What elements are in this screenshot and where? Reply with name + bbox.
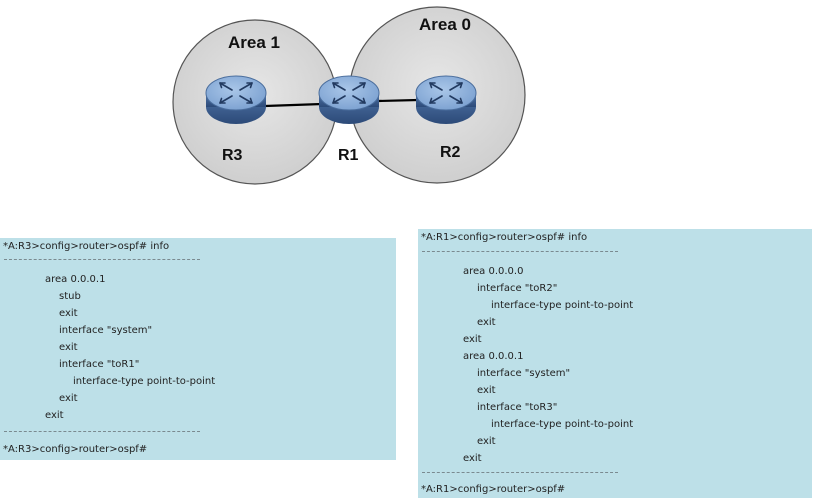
r1-config-line: exit [477, 436, 496, 447]
r1-config-line: area 0.0.0.1 [463, 351, 524, 362]
r1-config-line: interface "system" [477, 368, 571, 379]
r3-config-line: exit [45, 410, 64, 421]
r1-config-line: exit [463, 453, 482, 464]
router-icon [205, 75, 267, 125]
router-r3-label: R3 [222, 147, 243, 164]
router-r2-label: R2 [440, 144, 461, 161]
r1-config-line: area 0.0.0.0 [463, 266, 524, 277]
r3-config-line: interface-type point-to-point [73, 376, 216, 387]
router-icon [415, 75, 477, 125]
r1-config-line: interface "toR2" [477, 283, 558, 294]
router-r1-label: R1 [338, 147, 359, 164]
r1-config-line: interface-type point-to-point [491, 419, 634, 430]
r3-config-line: exit [59, 342, 78, 353]
r3-config-line: exit [59, 393, 78, 404]
r3-config-line: exit [59, 308, 78, 319]
r1-config-line: exit [477, 385, 496, 396]
r3-prompt-top: *A:R3>config>router>ospf# info [3, 241, 170, 252]
r3-separator-top [4, 259, 200, 260]
area-0-label: Area 0 [419, 15, 471, 34]
r1-prompt-bottom: *A:R1>config>router>ospf# [421, 484, 566, 495]
area-1-label: Area 1 [228, 33, 280, 52]
r1-config-line: exit [477, 317, 496, 328]
r3-config-line: interface "system" [59, 325, 153, 336]
r3-config-line: area 0.0.0.1 [45, 274, 106, 285]
r3-config-line: interface "toR1" [59, 359, 140, 370]
r3-prompt-bottom: *A:R3>config>router>ospf# [3, 444, 148, 455]
r1-config-line: interface "toR3" [477, 402, 558, 413]
r1-config-line: exit [463, 334, 482, 345]
r1-separator-bottom [422, 472, 618, 473]
ospf-topology-diagram: Area 1 Area 0 R3 R1 R2 [172, 6, 526, 185]
r1-ospf-config-panel: *A:R1>config>router>ospf# info area 0.0.… [418, 229, 812, 498]
r3-separator-bottom [4, 431, 200, 432]
router-icon [318, 75, 380, 125]
r3-config-line: stub [59, 291, 81, 302]
r1-separator-top [422, 251, 618, 252]
r3-ospf-config-panel: *A:R3>config>router>ospf# info area 0.0.… [0, 238, 396, 460]
link-r1-r2 [377, 98, 419, 103]
r1-config-line: interface-type point-to-point [491, 300, 634, 311]
link-r3-r1 [264, 102, 323, 108]
r1-prompt-top: *A:R1>config>router>ospf# info [421, 232, 588, 243]
